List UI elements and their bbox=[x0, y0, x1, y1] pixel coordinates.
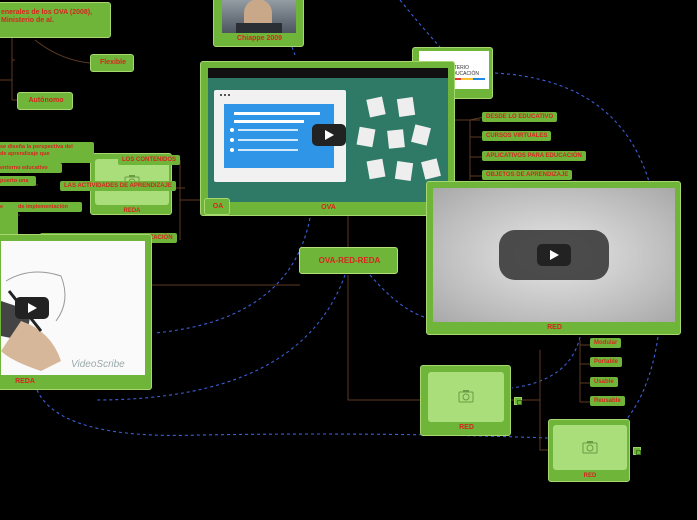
image-placeholder bbox=[553, 425, 627, 470]
oa-node[interactable]: OA bbox=[204, 198, 230, 215]
flexible-label: Flexible bbox=[99, 59, 127, 66]
reda-child-actividades[interactable]: LAS ACTIVIDADES DE APRENDIZAJE bbox=[60, 181, 176, 191]
red-main-node[interactable]: RED bbox=[426, 181, 681, 335]
collapse-toggle-icon[interactable] bbox=[633, 447, 641, 455]
play-icon[interactable] bbox=[312, 124, 346, 146]
red-photo-node-1[interactable]: RED bbox=[420, 365, 511, 436]
red-property-reusable[interactable]: Reusable bbox=[590, 396, 625, 406]
autonomo-node[interactable]: Autónomo bbox=[17, 92, 73, 110]
reda-video[interactable]: VideoScribe bbox=[1, 241, 145, 375]
left-fragment-perspectiva[interactable]: se diseña la perspectiva del de aprendiz… bbox=[0, 142, 94, 163]
ova-child-desde-lo-educativo[interactable]: DESDE LO EDUCATIVO bbox=[482, 112, 558, 122]
ova-label: OVA bbox=[321, 204, 336, 211]
central-label: OVA-RED-REDA bbox=[318, 256, 381, 265]
play-icon[interactable] bbox=[15, 297, 49, 319]
left-fragment-e[interactable]: e bbox=[0, 202, 18, 238]
red-main-label: RED bbox=[547, 324, 562, 331]
reda-child-contenidos[interactable]: LOS CONTENIDOS bbox=[118, 155, 181, 165]
ova-child-cursos-virtuales[interactable]: CURSOS VIRTUALES bbox=[482, 131, 552, 141]
ministerio-line1: ISTERIO bbox=[449, 65, 470, 71]
red-photo-2-label: RED bbox=[583, 473, 597, 479]
red-property-usable[interactable]: Usable bbox=[590, 377, 618, 387]
reda-small-label: REDA bbox=[123, 208, 141, 214]
ova-node[interactable]: OVA bbox=[200, 61, 455, 216]
ova-definition-text: enerales de los OVA (2008), Ministerio d… bbox=[1, 9, 93, 24]
central-node[interactable]: OVA-RED-REDA bbox=[299, 247, 398, 274]
red-property-modular[interactable]: Modular bbox=[590, 338, 622, 348]
left-fragment-implementacion[interactable]: de implementación bbox=[14, 202, 82, 212]
camera-icon bbox=[458, 390, 474, 403]
image-placeholder bbox=[428, 372, 504, 422]
collapse-toggle-icon[interactable] bbox=[514, 397, 522, 405]
autonomo-label: Autónomo bbox=[28, 97, 64, 104]
red-property-portable[interactable]: Portable bbox=[590, 357, 623, 367]
ministerio-line2: EDUCACIÓN bbox=[449, 71, 480, 77]
reda-main-node[interactable]: VideoScribe REDA bbox=[0, 234, 152, 390]
flexible-node[interactable]: Flexible bbox=[90, 54, 134, 72]
video-brand: VideoScribe bbox=[71, 359, 125, 370]
oa-label: OA bbox=[212, 203, 224, 210]
red-photo-1-label: RED bbox=[459, 424, 474, 431]
chiappe-label: Chiappe 2009 bbox=[236, 35, 283, 42]
play-icon[interactable] bbox=[537, 244, 571, 266]
red-video[interactable] bbox=[433, 188, 675, 322]
ova-video[interactable] bbox=[208, 68, 448, 202]
red-photo-node-2[interactable]: RED bbox=[548, 419, 630, 482]
left-fragment-entorno[interactable]: entorno educativo bbox=[0, 163, 62, 173]
ova-definition-node[interactable]: enerales de los OVA (2008), Ministerio d… bbox=[0, 2, 111, 38]
reda-main-label: REDA bbox=[15, 378, 35, 385]
chiappe-node[interactable]: Chiappe 2009 bbox=[213, 0, 304, 47]
author-photo bbox=[222, 0, 296, 33]
camera-icon bbox=[582, 441, 598, 454]
left-fragment-puerto[interactable]: puerto una bbox=[0, 176, 36, 186]
ova-child-objetos[interactable]: OBJETOS DE APRENDIZAJE bbox=[482, 170, 573, 180]
ova-child-aplicativos[interactable]: APLICATIVOS PARA EDUCACIÓN bbox=[482, 151, 586, 161]
